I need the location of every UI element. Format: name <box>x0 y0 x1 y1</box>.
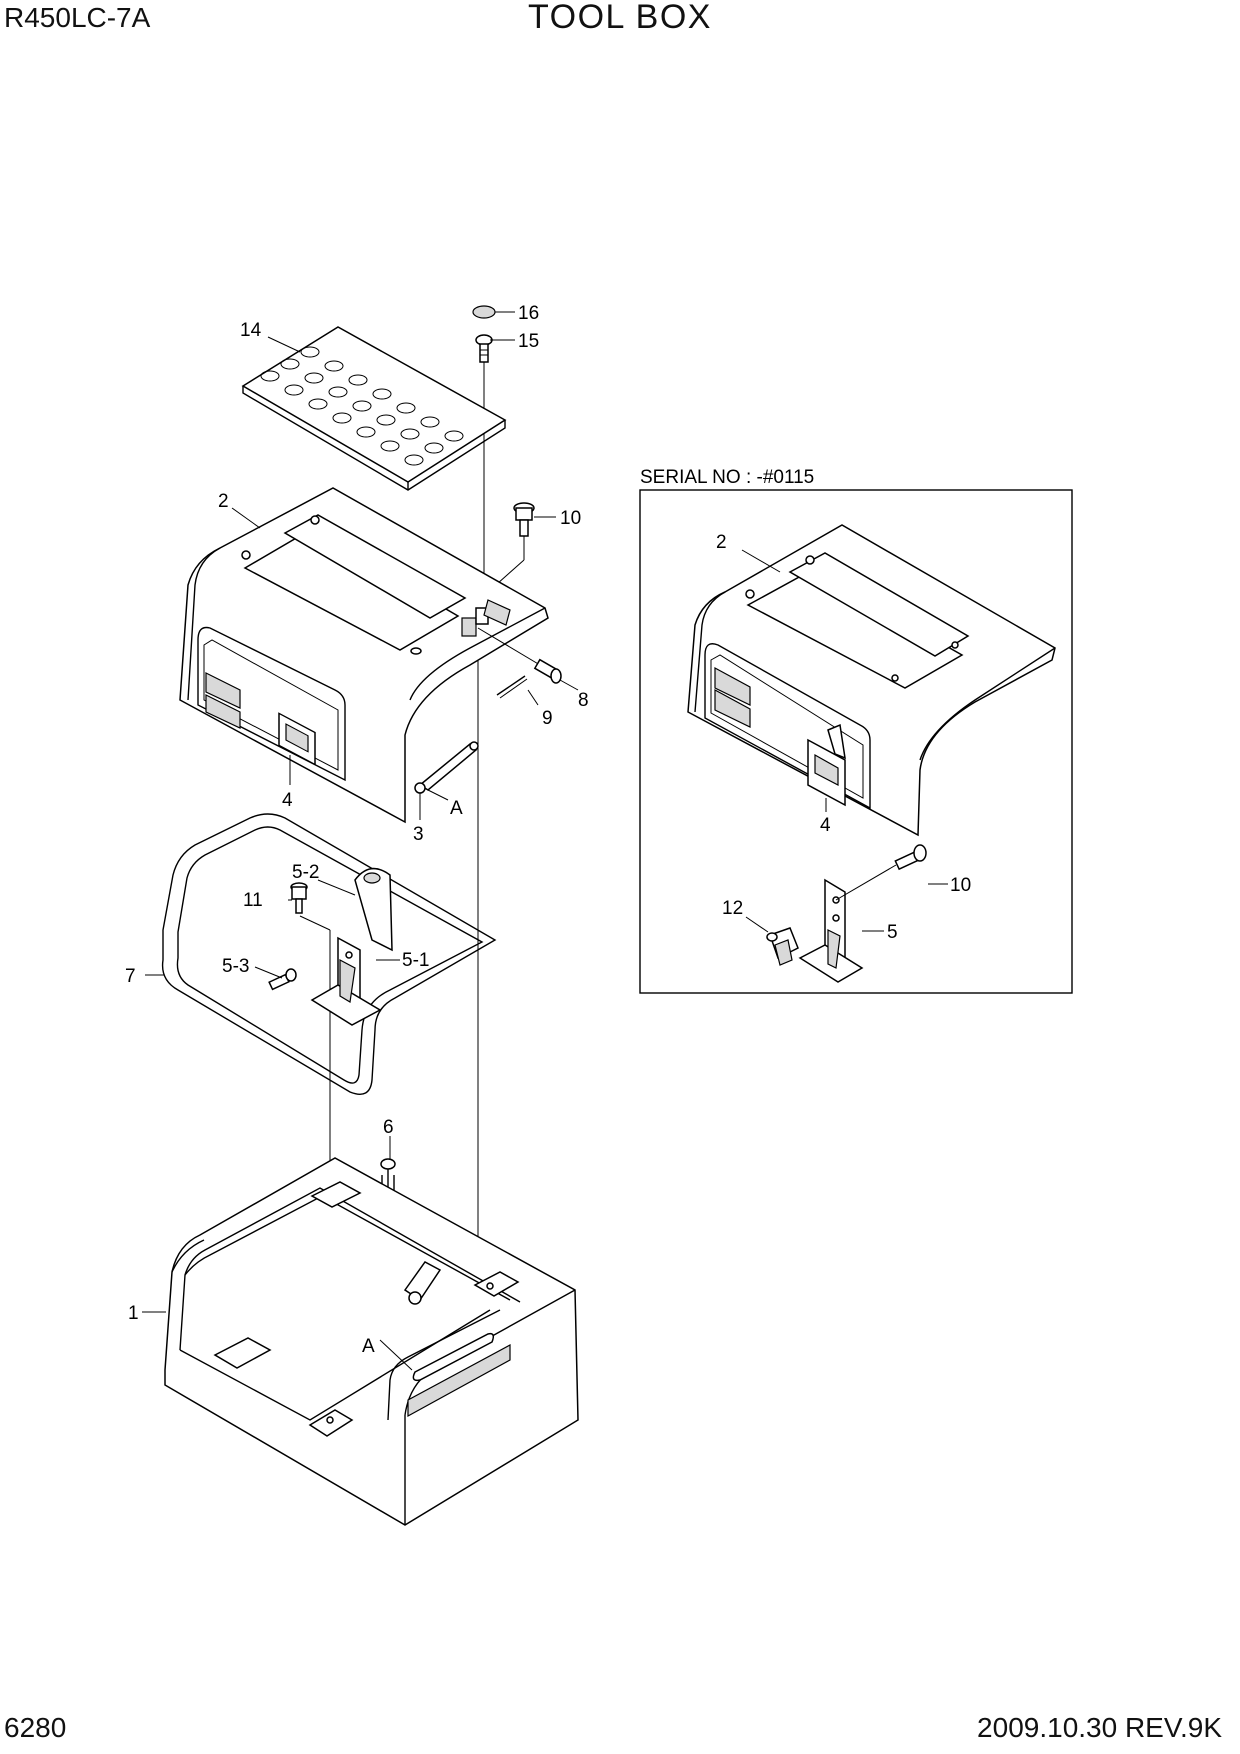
callout-1: 1 <box>128 1303 139 1324</box>
callout-15: 15 <box>518 331 539 352</box>
callout-a-cover: A <box>450 798 463 819</box>
serial-note: SERIAL NO : -#0115 <box>640 467 814 488</box>
inset-frame <box>639 489 1073 994</box>
callout-5-2: 5-2 <box>292 862 319 883</box>
inset-callout-10: 10 <box>950 875 971 896</box>
leader-lines <box>142 311 579 1371</box>
pin-and-clip <box>477 627 562 699</box>
callout-8: 8 <box>578 690 589 711</box>
toolbox-cover <box>179 487 549 824</box>
callout-5-1: 5-1 <box>402 950 429 971</box>
stay-bar <box>414 741 479 794</box>
callout-7: 7 <box>125 966 136 987</box>
callout-9: 9 <box>542 708 553 729</box>
callout-2: 2 <box>218 491 229 512</box>
bracket-assembly <box>268 867 393 1026</box>
inset-callout-4: 4 <box>820 815 831 836</box>
serial-inset: SERIAL NO : -#0115 <box>639 467 1073 994</box>
model-code: R450LC-7A <box>4 2 151 33</box>
bolt-10 <box>513 502 535 537</box>
inset-callout-2: 2 <box>716 532 727 553</box>
callout-4: 4 <box>282 790 293 811</box>
callout-11: 11 <box>243 890 263 911</box>
inset-callout-5: 5 <box>887 922 898 943</box>
callout-6: 6 <box>383 1117 394 1138</box>
callout-a-base: A <box>362 1336 375 1357</box>
page-title: TOOL BOX <box>528 0 712 36</box>
page-number: 6280 <box>4 1712 67 1743</box>
cap-and-bolt <box>472 305 496 363</box>
step-plate <box>241 326 507 491</box>
inset-callout-12: 12 <box>722 898 743 919</box>
toolbox-base <box>164 1157 579 1526</box>
callout-5-3: 5-3 <box>222 956 249 977</box>
inset-cover <box>687 524 1056 837</box>
guard-rail <box>161 813 497 1095</box>
inset-bracket <box>766 844 927 983</box>
main-callouts: 16 15 14 10 2 8 9 4 3 A 5-2 11 5-1 5-3 7… <box>125 303 589 1357</box>
callout-10: 10 <box>560 508 581 529</box>
callout-14: 14 <box>240 320 262 341</box>
revision-date: 2009.10.30 REV.9K <box>977 1712 1222 1743</box>
callout-16: 16 <box>518 303 539 324</box>
callout-3: 3 <box>413 824 424 845</box>
